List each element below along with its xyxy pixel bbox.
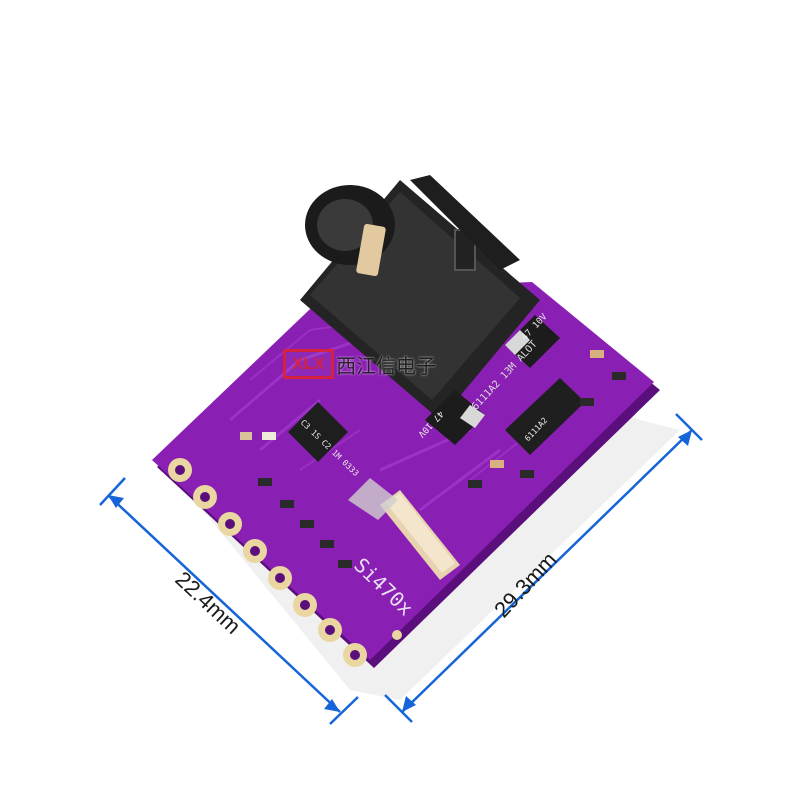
smd-components: [240, 350, 626, 568]
header-pin: [218, 512, 242, 536]
header-pin: [343, 643, 367, 667]
watermark-logo: XLX: [283, 349, 335, 379]
dimension-line-right: [384, 413, 703, 723]
header-pin: [243, 539, 267, 563]
header-pin-row: [168, 458, 402, 667]
tantalum-capacitor-bottom: [425, 390, 485, 445]
header-pin: [168, 458, 192, 482]
header-pin: [318, 618, 342, 642]
header-pin: [193, 485, 217, 509]
dimension-line-left: [99, 477, 359, 725]
tantalum-capacitor-top: [505, 315, 560, 368]
audio-jack: [300, 175, 540, 420]
header-pin: [268, 566, 292, 590]
header-pin: [293, 593, 317, 617]
regulator-chip: [505, 378, 585, 455]
watermark: XLX 西江信电子: [283, 349, 436, 379]
watermark-text: 西江信电子: [336, 353, 437, 378]
fm-receiver-ic: [288, 402, 348, 462]
crystal-oscillator: [348, 478, 460, 580]
